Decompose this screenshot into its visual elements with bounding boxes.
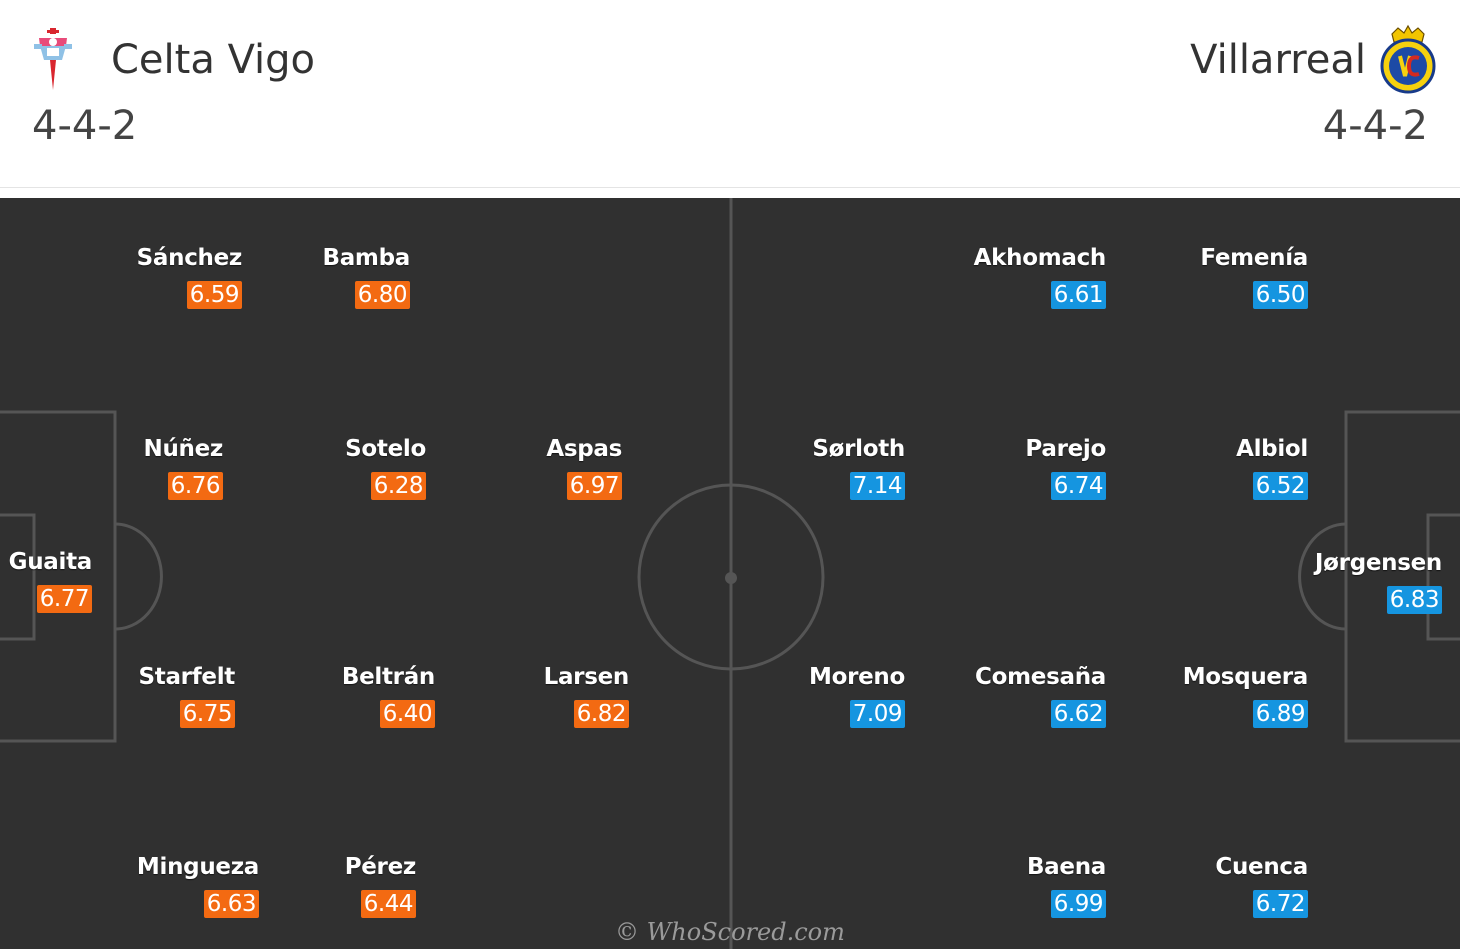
- away-player[interactable]: Parejo 6.74: [1025, 435, 1106, 500]
- header-divider: [0, 187, 1460, 188]
- away-player[interactable]: Femenía 6.50: [1200, 244, 1308, 309]
- player-name: Sotelo: [345, 436, 426, 462]
- player-rating: 6.77: [36, 585, 92, 613]
- player-name: Larsen: [543, 664, 630, 690]
- away-formation: 4-4-2: [1322, 103, 1428, 149]
- player-name: Cuenca: [1215, 854, 1308, 880]
- player-rating: 6.40: [379, 700, 435, 728]
- player-name: Núñez: [143, 436, 224, 462]
- player-rating: 6.82: [573, 700, 629, 728]
- player-name: Guaita: [8, 549, 93, 575]
- player-rating: 6.59: [186, 281, 242, 309]
- player-name: Akhomach: [973, 245, 1107, 271]
- player-rating: 6.52: [1252, 472, 1308, 500]
- home-player[interactable]: Sánchez 6.59: [137, 244, 242, 309]
- home-team-name[interactable]: Celta Vigo: [111, 37, 316, 83]
- player-rating: 6.76: [167, 472, 223, 500]
- home-player[interactable]: Sotelo 6.28: [345, 435, 426, 500]
- away-player[interactable]: Albiol 6.52: [1236, 435, 1308, 500]
- player-rating: 6.50: [1252, 281, 1308, 309]
- home-player[interactable]: Aspas 6.97: [546, 435, 622, 500]
- away-goalkeeper[interactable]: Jørgensen 6.83: [1315, 549, 1442, 614]
- player-name: Baena: [1026, 854, 1106, 880]
- player-rating: 7.09: [849, 700, 905, 728]
- away-player[interactable]: Cuenca 6.72: [1215, 853, 1308, 918]
- player-rating: 6.63: [203, 890, 259, 918]
- player-rating: 6.83: [1386, 586, 1442, 614]
- player-rating: 6.62: [1050, 700, 1106, 728]
- home-formation: 4-4-2: [32, 103, 138, 149]
- home-player[interactable]: Starfelt 6.75: [138, 663, 235, 728]
- away-player[interactable]: Mosquera 6.89: [1183, 663, 1308, 728]
- player-name: Sørloth: [812, 436, 905, 462]
- player-name: Bamba: [322, 245, 410, 271]
- player-rating: 6.97: [566, 472, 622, 500]
- pitch: Sánchez 6.59 Bamba 6.80 Núñez 6.76 Sotel…: [0, 198, 1460, 949]
- home-player[interactable]: Pérez 6.44: [345, 853, 416, 918]
- player-name: Comesaña: [975, 664, 1106, 690]
- player-name: Femenía: [1200, 245, 1308, 271]
- player-rating: 6.89: [1252, 700, 1308, 728]
- player-rating: 6.72: [1252, 890, 1308, 918]
- player-rating: 6.99: [1050, 890, 1106, 918]
- player-name: Sánchez: [136, 245, 243, 271]
- away-player[interactable]: Sørloth 7.14: [812, 435, 905, 500]
- home-goalkeeper[interactable]: Guaita 6.77: [9, 548, 92, 613]
- away-player[interactable]: Baena 6.99: [1027, 853, 1106, 918]
- home-player[interactable]: Bamba 6.80: [322, 244, 410, 309]
- villarreal-crest-icon: [1380, 24, 1436, 94]
- away-player[interactable]: Moreno 7.09: [809, 663, 905, 728]
- player-name: Pérez: [344, 854, 417, 880]
- player-name: Aspas: [546, 436, 622, 462]
- home-player[interactable]: Núñez 6.76: [144, 435, 223, 500]
- player-name: Parejo: [1025, 436, 1106, 462]
- player-rating: 6.61: [1050, 281, 1106, 309]
- away-player[interactable]: Comesaña 6.62: [975, 663, 1106, 728]
- home-player[interactable]: Mingueza 6.63: [137, 853, 259, 918]
- player-rating: 6.74: [1050, 472, 1106, 500]
- home-player[interactable]: Larsen 6.82: [544, 663, 629, 728]
- player-name: Moreno: [808, 664, 905, 690]
- player-rating: 6.80: [354, 281, 410, 309]
- away-player[interactable]: Akhomach 6.61: [974, 244, 1106, 309]
- player-rating: 6.44: [360, 890, 416, 918]
- player-name: Beltrán: [341, 664, 435, 690]
- home-player[interactable]: Beltrán 6.40: [342, 663, 435, 728]
- player-name: Mingueza: [136, 854, 259, 880]
- player-name: Starfelt: [138, 664, 235, 690]
- player-rating: 6.28: [370, 472, 426, 500]
- match-header: Celta Vigo 4-4-2 Villarreal 4-4-2: [0, 0, 1460, 187]
- watermark: © WhoScored.com: [615, 918, 845, 946]
- player-rating: 6.75: [179, 700, 235, 728]
- player-rating: 7.14: [849, 472, 905, 500]
- player-name: Jørgensen: [1314, 550, 1442, 576]
- player-name: Mosquera: [1182, 664, 1309, 690]
- away-team-name[interactable]: Villarreal: [1190, 37, 1366, 83]
- pitch-markings: [0, 198, 1460, 949]
- player-name: Albiol: [1236, 436, 1308, 462]
- celta-vigo-crest-icon: [34, 28, 72, 90]
